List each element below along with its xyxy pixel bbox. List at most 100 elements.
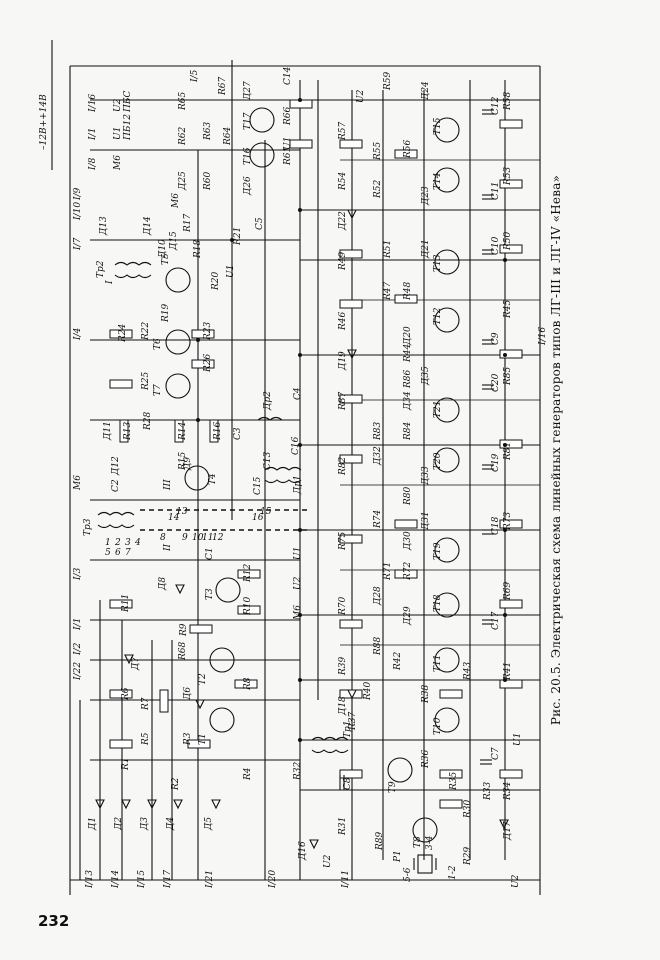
label-r65: R65 bbox=[178, 91, 188, 111]
pin-2: 2 bbox=[114, 538, 121, 548]
capacitor-symbols bbox=[339, 109, 494, 790]
label-r42: R42 bbox=[393, 651, 403, 671]
label-m6-a: М6 bbox=[73, 475, 83, 491]
label-r6: R6 bbox=[121, 687, 131, 701]
transformer-labels: Тр1 Тр2 Тр3 Др1 Др2 bbox=[83, 260, 353, 738]
pin-11: 11 bbox=[202, 533, 213, 543]
label-t19: Т19 bbox=[433, 542, 443, 560]
label-c8: С8 bbox=[343, 777, 353, 790]
output-i16: I/16 bbox=[538, 327, 548, 346]
label-d10: Д10 bbox=[158, 239, 168, 259]
pin-14: 14 bbox=[168, 513, 180, 523]
pin-13: 13 bbox=[176, 507, 188, 517]
label-t20: Т20 bbox=[433, 452, 443, 470]
output-labels: U2 U1 U1 U1 U2 U1 U2 I/16 bbox=[226, 89, 548, 868]
supply-label: –12В++14В bbox=[39, 94, 49, 150]
label-dr2: Др2 bbox=[263, 391, 273, 411]
label-d17: Д17 bbox=[503, 821, 513, 841]
bus-label-top-9: I/1 bbox=[73, 618, 83, 631]
label-t8: Т8 bbox=[413, 836, 423, 848]
label-d15: Д15 bbox=[169, 231, 179, 251]
label-r38: R38 bbox=[421, 684, 431, 704]
label-d11: Д11 bbox=[103, 421, 113, 441]
label-r30: R30 bbox=[463, 799, 473, 819]
label-t4: Т4 bbox=[208, 473, 218, 485]
label-r69: R69 bbox=[503, 581, 513, 601]
label-r46: R46 bbox=[338, 311, 348, 331]
top-bus-labels: I/16 I/1 I/8 I/9 I/10 I/5 I/7 I/4 I/3 I/… bbox=[73, 69, 200, 681]
label-r66: R66 bbox=[283, 106, 293, 126]
label-d22: Д22 bbox=[338, 211, 348, 231]
label-r52: R52 bbox=[373, 179, 383, 199]
label-d23: Д23 bbox=[421, 186, 431, 206]
pin-16: 16 bbox=[252, 513, 264, 523]
transistor-labels: Т1 Т2 Т3 Т4 Т5 Т6 Т7 Т8 Т9 Т10 Т11 Т12 Т… bbox=[153, 112, 443, 848]
label-r20: R20 bbox=[211, 271, 221, 291]
page-number: 232 bbox=[38, 912, 70, 930]
label-d26: Д26 bbox=[243, 176, 253, 196]
label-r72: R72 bbox=[403, 561, 413, 581]
junctions bbox=[196, 98, 507, 742]
label-pbs: ПБС bbox=[123, 91, 133, 113]
label-r61: R61 bbox=[283, 147, 293, 166]
label-r23: R23 bbox=[203, 321, 213, 341]
label-r35: R35 bbox=[449, 771, 459, 791]
bus-label-top-5: I/5 bbox=[190, 69, 200, 83]
output-u2-1: U2 bbox=[356, 89, 366, 103]
label-t14: Т14 bbox=[433, 172, 443, 190]
label-r73: R73 bbox=[503, 511, 513, 531]
pin-9: 9 bbox=[182, 533, 188, 543]
label-m6-b: М6 bbox=[293, 605, 303, 621]
label-r62: R62 bbox=[178, 126, 188, 146]
label-d24: Д24 bbox=[421, 81, 431, 101]
label-c20: С20 bbox=[491, 373, 501, 392]
label-t7: Т7 bbox=[153, 384, 163, 396]
label-t3: Т3 bbox=[205, 588, 215, 600]
label-r26: R26 bbox=[203, 353, 213, 373]
capacitor-labels: С1 С2 С3 С4 С5 С7 С8 С9 С10 С11 С12 С13 … bbox=[111, 66, 501, 790]
bus-label-i15: I/15 bbox=[137, 870, 147, 889]
label-r13: R13 bbox=[123, 421, 133, 441]
label-r64: R64 bbox=[223, 126, 233, 146]
diode-symbols bbox=[95, 209, 509, 850]
label-d35: Д35 bbox=[421, 366, 431, 386]
label-r58: R58 bbox=[503, 91, 513, 111]
label-c17: С17 bbox=[491, 611, 501, 630]
bus-label-top-6: I/7 bbox=[73, 237, 83, 251]
pin-12: 12 bbox=[212, 533, 224, 543]
transformer-symbols bbox=[97, 261, 349, 754]
label-c14: С14 bbox=[283, 66, 293, 85]
label-r18: R18 bbox=[193, 239, 203, 259]
label-r15: R15 bbox=[178, 451, 188, 471]
label-r12: R12 bbox=[243, 563, 253, 583]
label-r63: R63 bbox=[203, 121, 213, 141]
label-r41: R41 bbox=[503, 662, 513, 681]
label-r21: R21 bbox=[233, 227, 243, 246]
label-r60: R60 bbox=[203, 171, 213, 191]
label-r47: R47 bbox=[383, 281, 393, 301]
label-c1: С1 bbox=[205, 547, 215, 560]
label-d6: Д6 bbox=[183, 687, 193, 701]
pin-10: 10 bbox=[192, 533, 204, 543]
label-r81: R81 bbox=[503, 442, 513, 461]
label-r32: R32 bbox=[293, 761, 303, 781]
label-r71: R71 bbox=[383, 562, 393, 581]
label-d3: Д3 bbox=[140, 817, 150, 831]
label-t16: Т16 bbox=[243, 147, 253, 165]
label-r22: R22 bbox=[141, 321, 151, 341]
label-r80: R80 bbox=[403, 486, 413, 506]
label-r39: R39 bbox=[338, 656, 348, 676]
label-r89: R89 bbox=[375, 831, 385, 851]
label-d18: Д18 bbox=[338, 696, 348, 716]
pin-6: 6 bbox=[115, 548, 121, 558]
label-r54: R54 bbox=[338, 171, 348, 191]
label-3-4: 3-4 bbox=[425, 835, 435, 850]
label-d5: Д5 bbox=[204, 817, 214, 831]
output-u1-4: U1 bbox=[513, 733, 523, 746]
label-r9: R9 bbox=[179, 623, 189, 637]
bus-label-top-7: I/4 bbox=[73, 327, 83, 341]
label-r19: R19 bbox=[161, 303, 171, 323]
label-c11: С11 bbox=[491, 182, 501, 200]
label-r3: R3 bbox=[183, 732, 193, 746]
